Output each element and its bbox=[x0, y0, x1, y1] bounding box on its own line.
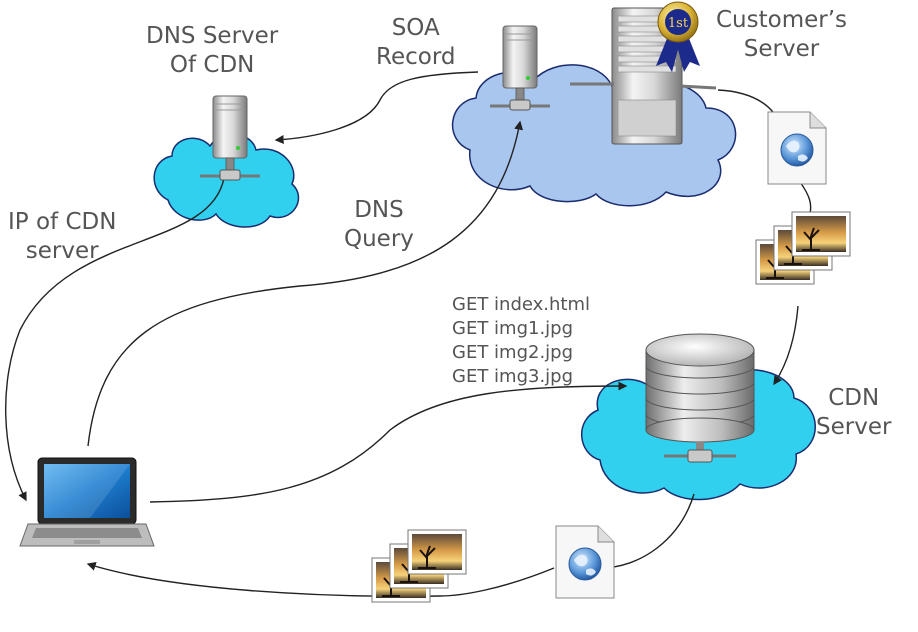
label-line: Query bbox=[344, 226, 414, 252]
image-stack-icon bbox=[372, 530, 466, 602]
response-arrow-return bbox=[86, 562, 555, 597]
get-request-arrow bbox=[149, 381, 628, 503]
label-line: server bbox=[25, 238, 99, 264]
dns-server-cdn-label: DNS Server Of CDN bbox=[146, 22, 278, 80]
customers-server-label: Customer’s Server bbox=[716, 6, 847, 64]
label-line: DNS bbox=[354, 197, 404, 223]
label-line: Customer’s bbox=[716, 7, 848, 33]
web-document-icon bbox=[555, 525, 615, 599]
soa-record-arrow bbox=[274, 71, 479, 145]
cdn-dns-cloud bbox=[153, 133, 300, 228]
doc-to-images-line bbox=[799, 181, 812, 215]
dns-query-label: DNS Query bbox=[344, 196, 414, 254]
label-line: IP of CDN bbox=[8, 209, 117, 235]
label-line: SOA bbox=[391, 15, 440, 41]
rack-server-icon bbox=[570, 7, 717, 145]
request-line: GET img3.jpg bbox=[452, 366, 574, 387]
label-line: DNS Server bbox=[146, 23, 279, 49]
label-line: Record bbox=[376, 44, 456, 70]
request-list: GET index.html GET img1.jpg GET img2.jpg… bbox=[452, 293, 590, 389]
request-line: GET img1.jpg bbox=[452, 318, 574, 339]
label-line: Of CDN bbox=[169, 52, 255, 78]
badge-text: 1st bbox=[668, 16, 689, 31]
request-line: GET img2.jpg bbox=[452, 342, 574, 363]
database-server-icon bbox=[645, 333, 755, 463]
image-stack-icon bbox=[756, 212, 850, 284]
label-line: Server bbox=[743, 36, 820, 62]
request-line: GET index.html bbox=[452, 294, 591, 315]
label-line: Server bbox=[816, 414, 892, 440]
cdn-server-label: CDN Server bbox=[816, 384, 891, 442]
label-line: CDN bbox=[828, 385, 880, 411]
web-document-icon bbox=[767, 111, 827, 185]
ip-of-cdn-arrow bbox=[5, 177, 225, 502]
soa-record-label: SOA Record bbox=[376, 14, 455, 72]
laptop-icon bbox=[19, 457, 155, 547]
award-ribbon-icon: 1st bbox=[656, 1, 700, 72]
ip-of-cdn-server-label: IP of CDN server bbox=[8, 208, 116, 266]
images-to-cdn-arrow bbox=[773, 305, 799, 386]
dns-query-arrow bbox=[87, 120, 524, 447]
